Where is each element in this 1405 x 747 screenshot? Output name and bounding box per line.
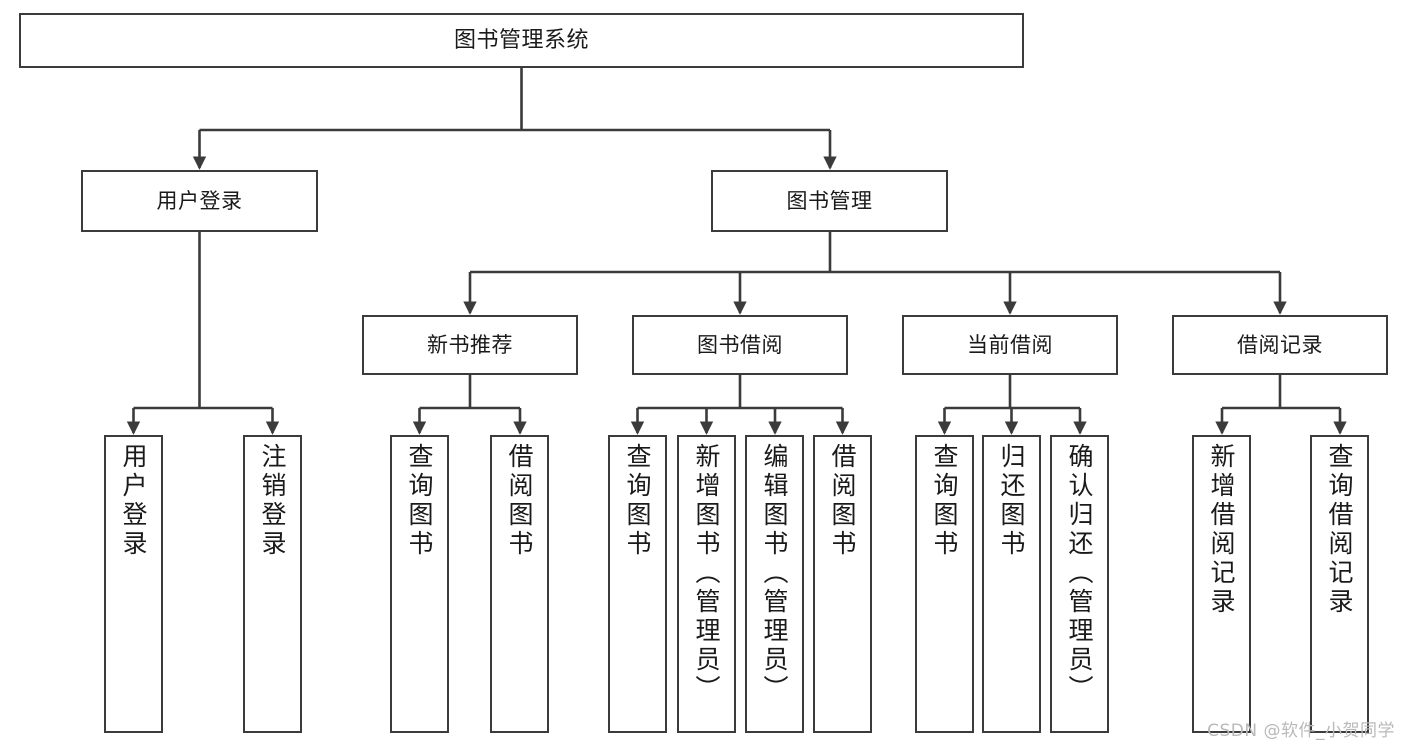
node-leaf-confirm-return-admin[interactable]: 确认归还（管理员） (1050, 435, 1109, 733)
node-book-borrow[interactable]: 图书借阅 (632, 315, 848, 375)
node-leaf-query-book-1[interactable]: 查询图书 (390, 435, 449, 733)
node-leaf-edit-book-admin-label: 编辑图书（管理员） (760, 443, 789, 704)
node-leaf-edit-book-admin[interactable]: 编辑图书（管理员） (745, 435, 804, 733)
node-leaf-user-logout[interactable]: 注销登录 (243, 435, 302, 733)
node-leaf-add-borrow-record[interactable]: 新增借阅记录 (1192, 435, 1251, 733)
node-leaf-user-logout-label: 注销登录 (258, 443, 287, 559)
node-book-borrow-label: 图书借阅 (697, 332, 783, 357)
node-leaf-query-book-2-label: 查询图书 (623, 443, 652, 559)
node-leaf-borrow-book-2[interactable]: 借阅图书 (813, 435, 872, 733)
node-current-borrow[interactable]: 当前借阅 (902, 315, 1118, 375)
node-leaf-return-book[interactable]: 归还图书 (982, 435, 1041, 733)
node-leaf-borrow-book-1-label: 借阅图书 (505, 443, 534, 559)
node-leaf-query-book-3[interactable]: 查询图书 (915, 435, 974, 733)
node-current-borrow-label: 当前借阅 (967, 332, 1053, 357)
node-leaf-borrow-book-1[interactable]: 借阅图书 (490, 435, 549, 733)
node-leaf-query-book-1-label: 查询图书 (405, 443, 434, 559)
node-root-label: 图书管理系统 (453, 27, 589, 53)
node-leaf-add-borrow-record-label: 新增借阅记录 (1207, 443, 1236, 617)
node-book-management[interactable]: 图书管理 (711, 170, 948, 232)
node-leaf-query-borrow-record[interactable]: 查询借阅记录 (1310, 435, 1369, 733)
node-leaf-borrow-book-2-label: 借阅图书 (828, 443, 857, 559)
node-leaf-add-book-admin-label: 新增图书（管理员） (692, 443, 721, 704)
node-leaf-query-book-3-label: 查询图书 (930, 443, 959, 559)
node-new-book-recommend[interactable]: 新书推荐 (362, 315, 578, 375)
node-new-book-recommend-label: 新书推荐 (427, 332, 513, 357)
node-leaf-query-borrow-record-label: 查询借阅记录 (1325, 443, 1354, 617)
node-borrow-record[interactable]: 借阅记录 (1172, 315, 1388, 375)
node-user-login-label: 用户登录 (156, 188, 243, 213)
watermark: CSDN @软件_小贺同学 (1207, 721, 1395, 741)
node-leaf-user-login-label: 用户登录 (119, 443, 148, 559)
node-root[interactable]: 图书管理系统 (19, 13, 1024, 68)
node-user-login[interactable]: 用户登录 (81, 170, 318, 232)
node-leaf-query-book-2[interactable]: 查询图书 (608, 435, 667, 733)
node-book-management-label: 图书管理 (786, 188, 873, 213)
node-leaf-user-login[interactable]: 用户登录 (104, 435, 163, 733)
node-leaf-return-book-label: 归还图书 (997, 443, 1026, 559)
node-borrow-record-label: 借阅记录 (1237, 332, 1323, 357)
node-leaf-add-book-admin[interactable]: 新增图书（管理员） (677, 435, 736, 733)
node-leaf-confirm-return-admin-label: 确认归还（管理员） (1065, 443, 1094, 704)
